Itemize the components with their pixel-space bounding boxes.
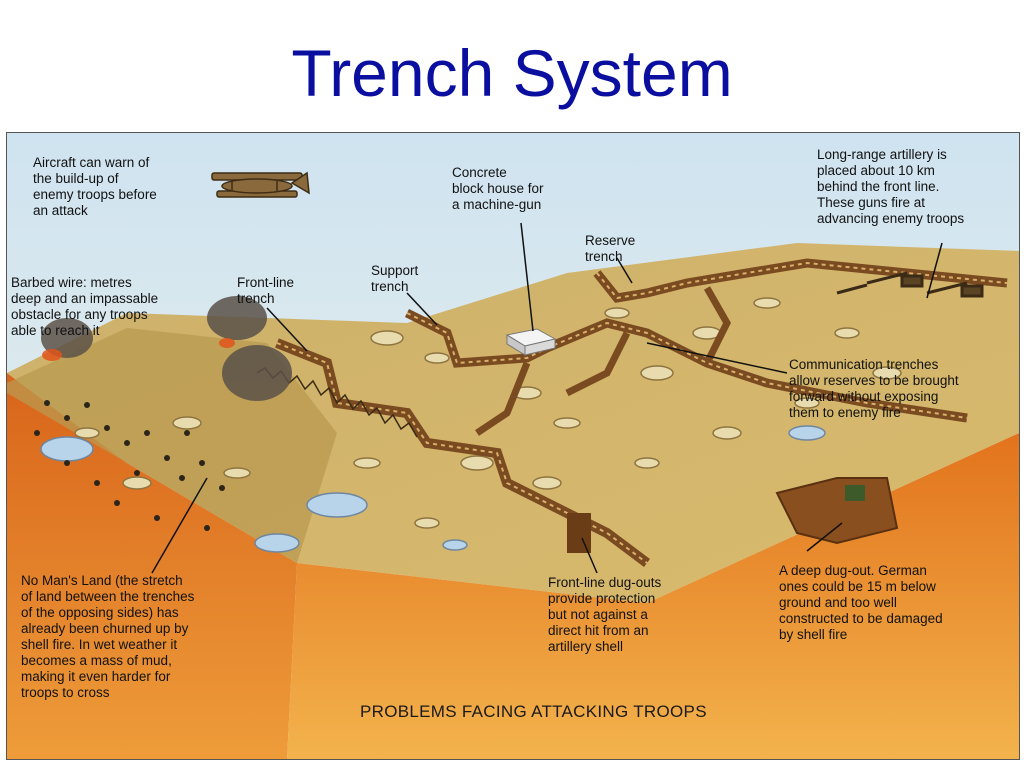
- trench-system-illustration: Aircraft can warn of the build-up of ene…: [6, 132, 1020, 760]
- deep-dugout: [775, 477, 899, 545]
- biplane-icon: [211, 171, 310, 198]
- explosion-fire: [42, 338, 235, 361]
- reserve-trench: [593, 258, 1008, 303]
- shell-craters: [74, 297, 902, 529]
- label-aircraft: Aircraft can warn of the build-up of ene…: [33, 155, 157, 218]
- concrete-blockhouse: [505, 328, 557, 356]
- label-no-mans-land: No Man's Land (the stretch of land betwe…: [21, 573, 195, 700]
- label-front-line-trench: Front-line trench: [237, 275, 295, 306]
- water-craters: [40, 425, 826, 553]
- deep-dugout-occupant: [845, 485, 865, 501]
- communication-trenches: [475, 286, 731, 436]
- attacking-troops: [34, 400, 225, 531]
- front-line-dugout: [567, 513, 591, 553]
- leader-lines: [151, 222, 943, 574]
- earth-left-face: [7, 373, 297, 759]
- label-long-range-artillery: Long-range artillery is placed about 10 …: [817, 147, 965, 226]
- label-deep-dugout: A deep dug-out. German ones could be 15 …: [779, 563, 943, 642]
- artillery-guns: [836, 271, 984, 298]
- label-support-trench: Support trench: [371, 263, 419, 294]
- label-communication-trenches: Communication trenches allow reserves to…: [789, 357, 959, 420]
- illustration-canvas: [7, 133, 1019, 759]
- label-concrete-blockhouse: Concrete block house for a machine-gun: [452, 165, 544, 212]
- diagram-footer-title: PROBLEMS FACING ATTACKING TROOPS: [360, 702, 707, 721]
- slide-title: Trench System: [291, 36, 733, 110]
- label-barbed-wire: Barbed wire: metres deep and an impassab…: [11, 275, 159, 338]
- smoke-clouds: [41, 296, 292, 401]
- earth-front-face: [287, 433, 1019, 759]
- label-reserve-trench: Reserve trench: [585, 233, 636, 264]
- label-front-line-dugouts: Front-line dug-outs provide protection b…: [548, 575, 662, 654]
